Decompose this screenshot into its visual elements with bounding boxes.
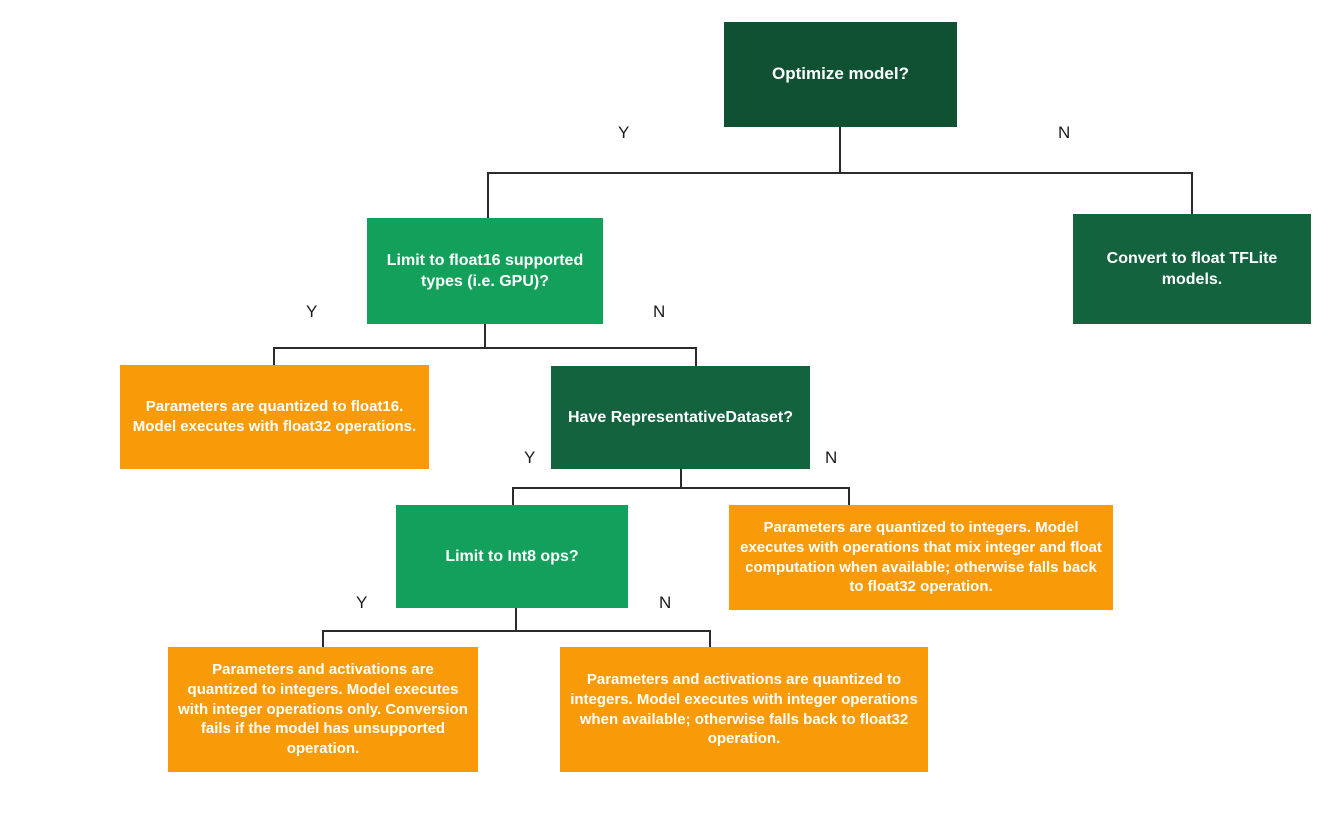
- node-outcome-mixed-integer[interactable]: Parameters are quantized to integers. Mo…: [729, 505, 1113, 610]
- edge-float16-bus: [273, 347, 697, 349]
- node-have-representative-dataset-label: Have RepresentativeDataset?: [568, 408, 793, 426]
- node-outcome-integer-only[interactable]: Parameters and activations are quantized…: [168, 647, 478, 772]
- node-limit-int8-ops-label: Limit to Int8 ops?: [445, 547, 579, 565]
- edge-int8-bus: [322, 630, 711, 632]
- node-outcome-integer-fallback[interactable]: Parameters and activations are quantized…: [560, 647, 928, 772]
- edge-dataset-no-drop: [848, 487, 850, 506]
- edge-dataset-yes-drop: [512, 487, 514, 506]
- node-limit-float16[interactable]: Limit to float16 supported types (i.e. G…: [367, 218, 603, 324]
- branch-label-int8-no: N: [659, 593, 672, 612]
- node-convert-float-tflite-label: Convert to float TFLite models.: [1106, 249, 1278, 288]
- node-limit-int8-ops[interactable]: Limit to Int8 ops?: [396, 505, 628, 608]
- edge-optimize-yes-drop: [487, 172, 489, 219]
- edge-int8-yes-drop: [322, 630, 324, 648]
- edge-dataset-bus: [512, 487, 850, 489]
- branch-label-dataset-no: N: [825, 448, 838, 467]
- node-convert-float-tflite[interactable]: Convert to float TFLite models.: [1073, 214, 1311, 324]
- node-outcome-float16-label: Parameters are quantized to float16. Mod…: [132, 398, 417, 435]
- branch-label-optimize-yes: Y: [618, 123, 630, 142]
- branch-label-dataset-yes: Y: [524, 448, 536, 467]
- node-outcome-mixed-integer-label: Parameters are quantized to integers. Mo…: [740, 518, 1102, 596]
- node-have-representative-dataset[interactable]: Have RepresentativeDataset?: [551, 366, 810, 469]
- branch-label-float16-yes: Y: [306, 302, 318, 321]
- node-outcome-integer-only-label: Parameters and activations are quantized…: [178, 661, 468, 758]
- node-outcome-integer-fallback-label: Parameters and activations are quantized…: [570, 670, 918, 748]
- edge-float16-stem: [484, 324, 486, 348]
- edge-optimize-no-drop: [1191, 172, 1193, 214]
- edge-float16-no-drop: [695, 347, 697, 366]
- branch-label-int8-yes: Y: [356, 593, 368, 612]
- edge-optimize-bus: [487, 172, 1193, 174]
- node-optimize-model[interactable]: Optimize model?: [724, 22, 957, 127]
- branch-label-optimize-no: N: [1058, 123, 1071, 142]
- edge-int8-stem: [515, 608, 517, 632]
- node-outcome-float16[interactable]: Parameters are quantized to float16. Mod…: [120, 365, 429, 469]
- edge-optimize-stem: [839, 127, 841, 173]
- node-limit-float16-label: Limit to float16 supported types (i.e. G…: [386, 251, 584, 290]
- branch-label-float16-no: N: [653, 302, 666, 321]
- node-optimize-model-label: Optimize model?: [772, 64, 909, 84]
- edge-float16-yes-drop: [273, 347, 275, 366]
- edge-dataset-stem: [680, 469, 682, 488]
- edge-int8-no-drop: [709, 630, 711, 648]
